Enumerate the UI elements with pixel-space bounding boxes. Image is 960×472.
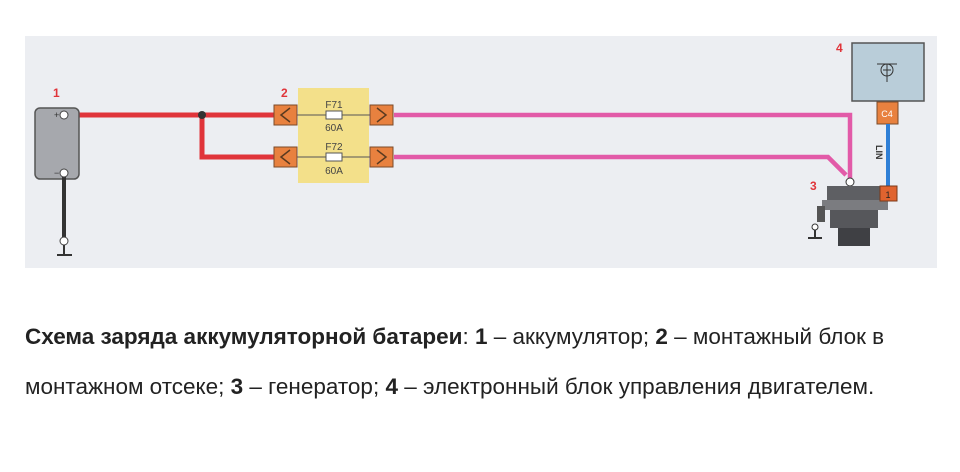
fuse-name: F72 <box>325 142 343 153</box>
caption-num: 3 <box>230 374 244 399</box>
fuse-rating: 60A <box>325 123 343 134</box>
caption-num: 1 <box>474 324 488 349</box>
lin-label: LIN <box>874 145 884 160</box>
diagram-background <box>25 36 937 268</box>
caption-num: 2 <box>655 324 668 349</box>
caption-text: – монтажный блок в монтажном отсеке; <box>25 324 885 399</box>
caption-text: – аккумулятор; <box>487 324 656 349</box>
junction-dot <box>198 111 206 119</box>
power-wires <box>68 112 275 160</box>
fuse-name: F71 <box>325 100 343 111</box>
generator-pin-label: 1 <box>885 190 890 200</box>
fuse-f72: F72 60A <box>297 142 370 177</box>
caption-text: – генератор; <box>243 374 386 399</box>
plus-sign: + <box>54 110 59 120</box>
figure-caption: Схема заряда аккумуляторной батареи: 1 –… <box>25 312 945 412</box>
minus-terminal <box>59 168 69 178</box>
ecu-connector-label: C4 <box>881 109 893 119</box>
label-battery: 1 <box>53 86 60 100</box>
transistor-icon <box>877 63 897 82</box>
caption-title: Схема заряда аккумуляторной батареи <box>25 324 463 349</box>
charging-circuit-diagram: + − 1 2 F71 60A F72 60A 4 C4 LIN <box>25 36 937 268</box>
plus-terminal <box>59 110 69 120</box>
fuse-block <box>298 88 369 183</box>
caption-num: 4 <box>385 374 398 399</box>
connector-chevron-icons <box>279 107 388 165</box>
label-ecu: 4 <box>836 41 843 55</box>
caption-separator: : <box>462 324 475 349</box>
ecu <box>851 42 925 102</box>
fuse-f71: F71 60A <box>297 100 370 134</box>
minus-sign: − <box>54 168 59 178</box>
generator-pin <box>879 185 898 202</box>
label-fuse-block: 2 <box>281 86 288 100</box>
fuse-connectors <box>273 104 394 168</box>
label-generator: 3 <box>810 179 817 193</box>
fuse-rating: 60A <box>325 166 343 177</box>
generator-output-wires <box>394 112 853 182</box>
caption-text: – электронный блок управления двигателем… <box>397 374 875 399</box>
generator <box>808 177 888 246</box>
battery: + − <box>34 107 80 256</box>
